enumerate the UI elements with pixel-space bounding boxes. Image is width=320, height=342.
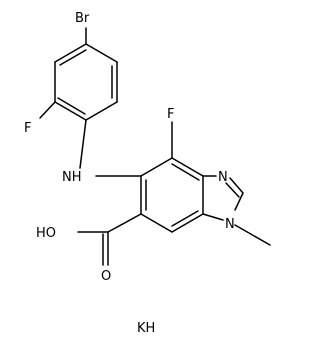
bond-core-4 xyxy=(171,213,204,233)
atom-label-oh: HO xyxy=(36,226,56,241)
bond-core-5 xyxy=(140,213,173,233)
bond-core-2 xyxy=(171,157,204,177)
atom-label-n-imine: N xyxy=(218,170,228,185)
salt-label: KH xyxy=(137,321,155,336)
bond-ring-a1 xyxy=(85,43,118,63)
bond-ring-nh xyxy=(79,119,87,169)
bond-ring-a6 xyxy=(54,43,87,63)
bond-im-ch-n xyxy=(234,192,244,211)
bond-ring-a4 xyxy=(54,101,87,121)
bond-core-2-inner xyxy=(171,163,200,181)
atom-label-br: Br xyxy=(75,11,90,26)
bond-core-4-inner xyxy=(171,210,199,227)
bond-c-f-aryl xyxy=(39,101,56,119)
bond-ring-a6-inner xyxy=(59,49,87,66)
atom-label-f-aryl: F xyxy=(24,121,31,136)
imidazole-ring xyxy=(202,175,271,246)
bond-n-methyl xyxy=(234,224,271,246)
benzimidazole-benzene-ring xyxy=(140,157,204,233)
bond-core-cooh xyxy=(107,213,142,233)
bond-im-n-ch-2 xyxy=(225,182,240,198)
bond-core-1 xyxy=(140,157,173,177)
molecule-diagram: Br F NH F N N HO O KH xyxy=(24,11,271,336)
atom-label-nh: NH xyxy=(62,170,82,185)
carboxylic-acid-group xyxy=(77,213,142,266)
atom-label-o-carbonyl: O xyxy=(101,269,111,284)
bond-im-n-ch-1 xyxy=(229,177,244,194)
atom-label-f-core: F xyxy=(167,107,174,122)
bond-im-n-c xyxy=(202,213,224,221)
atom-label-n-methyl: N xyxy=(225,217,235,232)
bond-ring-a3 xyxy=(85,101,118,121)
bromofluorophenyl-ring xyxy=(39,27,118,121)
bond-ring-a4-inner xyxy=(57,97,86,115)
